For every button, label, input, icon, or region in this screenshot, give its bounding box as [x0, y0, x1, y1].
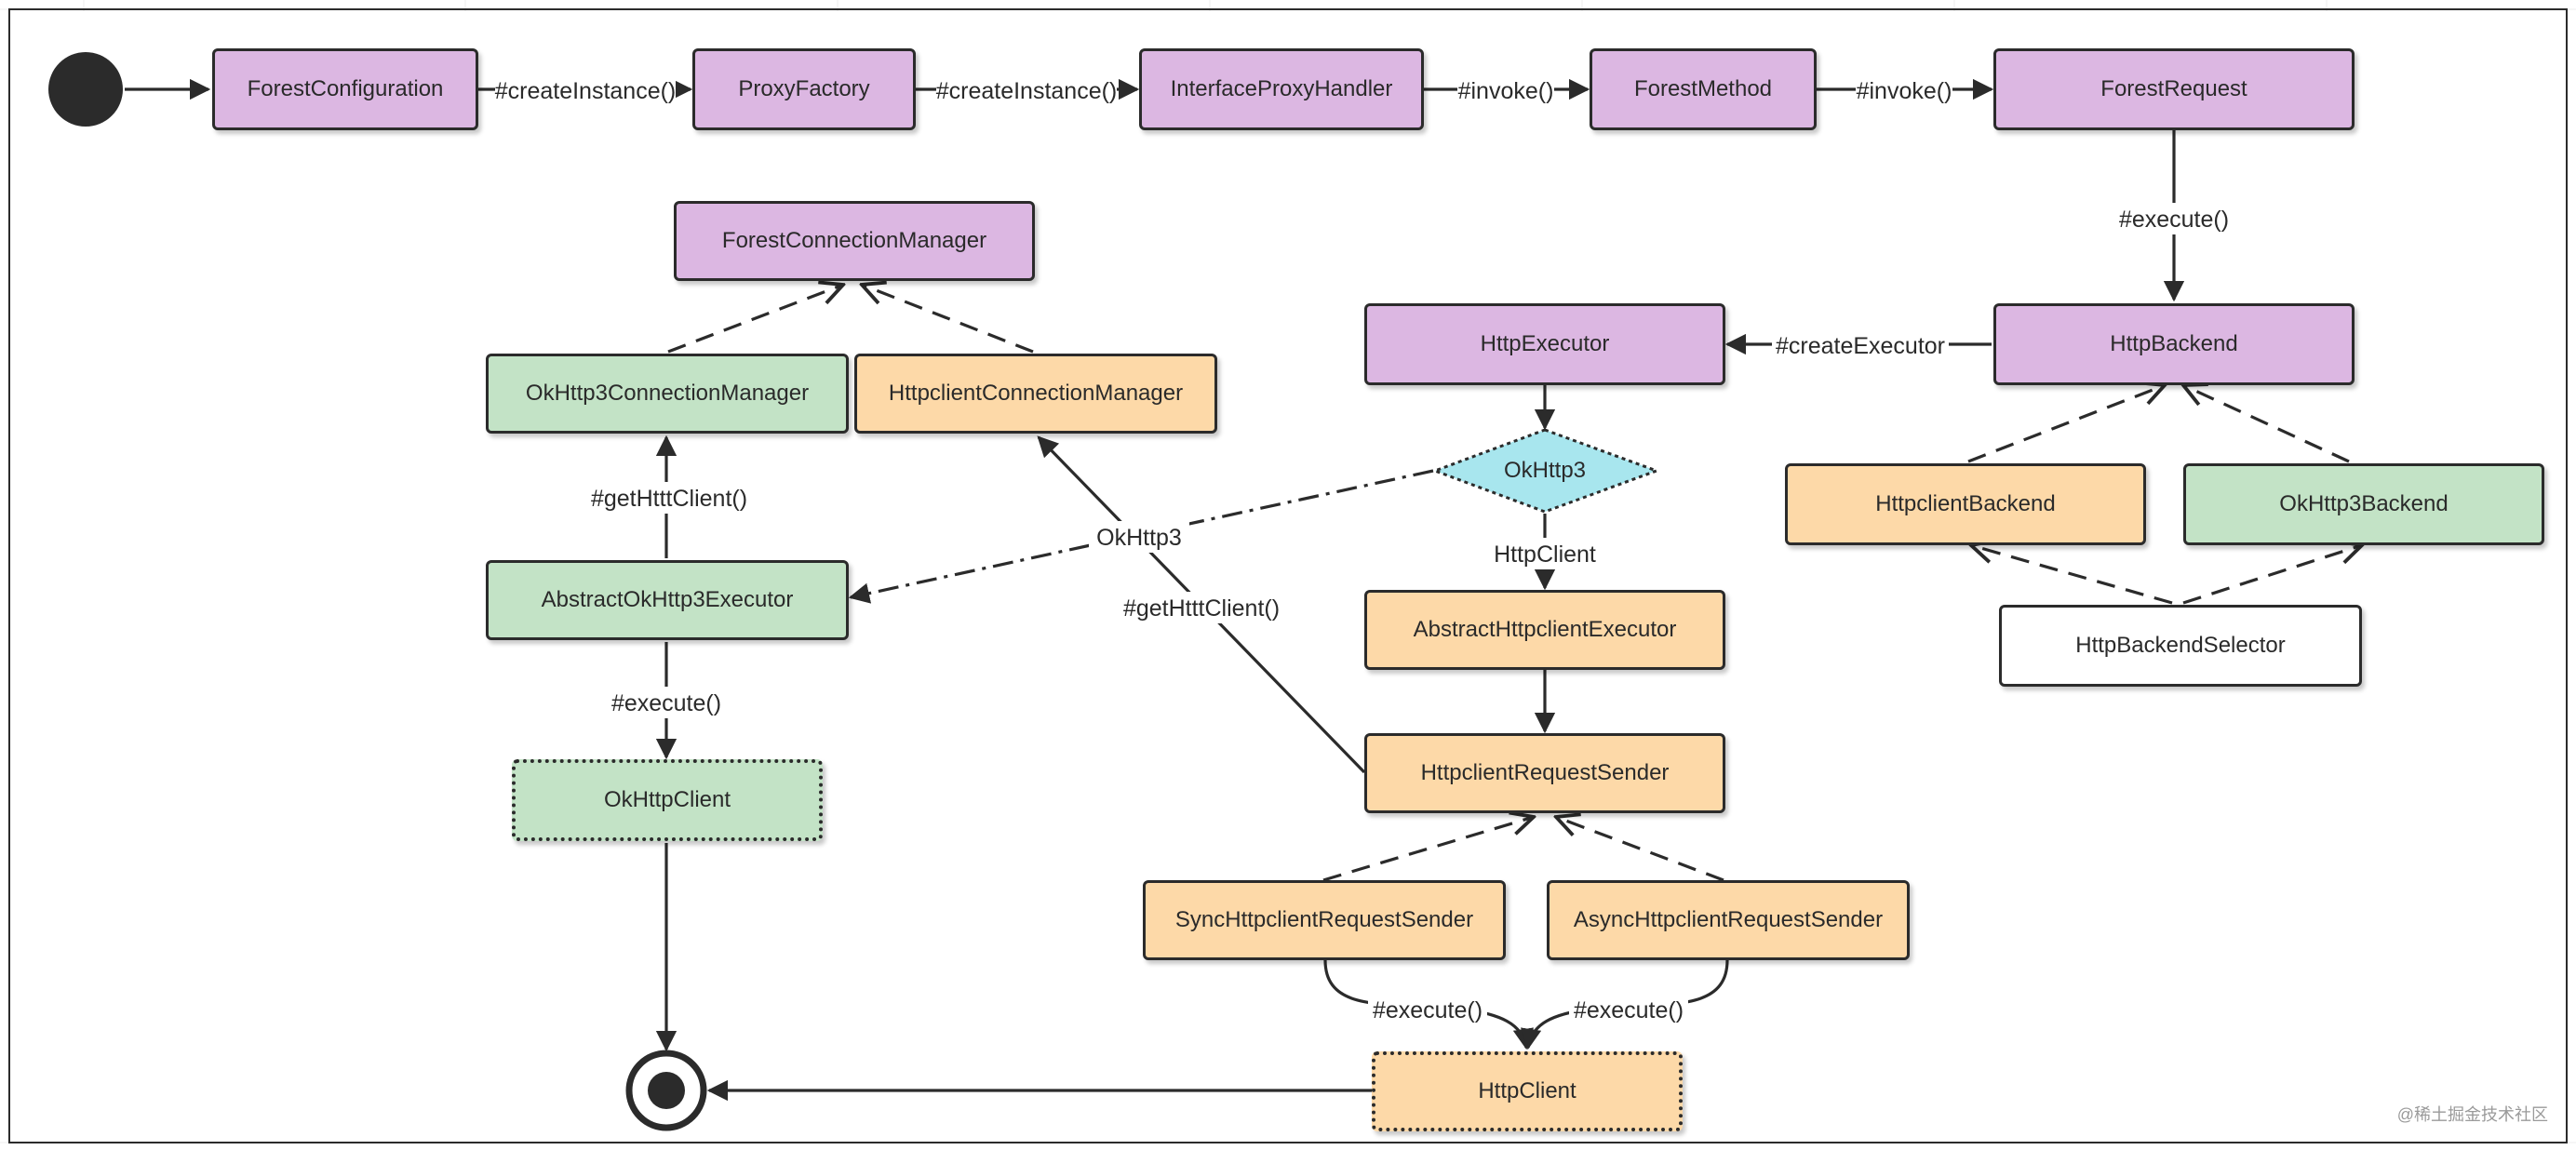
- node-forest-request[interactable]: ForestRequest: [1993, 48, 2355, 130]
- label-get-client-okhttp3: #getHtttClient(): [591, 486, 747, 512]
- edge-labels: #createInstance() #createInstance() #inv…: [495, 74, 2234, 1025]
- diagram-frame: [8, 8, 2568, 1143]
- node-abstract-httpclient-executor[interactable]: AbstractHttpclientExecutor: [1364, 590, 1725, 670]
- edge-httpclient-backend-realizes: [1967, 385, 2165, 463]
- label-get-client-httpclient: #getHtttClient(): [1123, 595, 1280, 622]
- watermark: @稀土掘金技术社区: [2396, 1105, 2548, 1124]
- edge-sync-sender-realizes: [1322, 817, 1534, 882]
- label-create-instance-1: #createInstance(): [495, 78, 677, 104]
- label-create-executor: #createExecutor: [1776, 333, 1945, 359]
- node-sync-httpclient-request-sender[interactable]: SyncHttpclientRequestSender: [1143, 880, 1506, 960]
- edge-selector-to-okhttp3-backend: [2182, 545, 2362, 605]
- edge-async-sender-realizes: [1556, 817, 1724, 882]
- node-httpclient-connection-manager[interactable]: HttpclientConnectionManager: [854, 354, 1217, 434]
- okhttp3-decision-diamond: [1430, 428, 1661, 514]
- edge-httpclient-connection-manager-realizes: [862, 285, 1034, 354]
- label-branch-httpclient: HttpClient: [1494, 542, 1596, 568]
- node-proxy-factory[interactable]: ProxyFactory: [692, 48, 916, 130]
- label-execute-async: #execute(): [1574, 997, 1684, 1023]
- edge-selector-to-httpclient-backend: [1971, 545, 2173, 605]
- label-create-instance-2: #createInstance(): [936, 78, 1118, 104]
- label-execute-okhttp: #execute(): [611, 690, 721, 716]
- label-branch-okhttp3: OkHttp3: [1096, 525, 1182, 551]
- edge-okhttp3-backend-realizes: [2183, 385, 2350, 463]
- node-abstract-okhttp3-executor[interactable]: AbstractOkHttp3Executor: [486, 560, 849, 640]
- node-okhttp3-backend[interactable]: OkHttp3Backend: [2183, 463, 2544, 545]
- node-httpclient-backend[interactable]: HttpclientBackend: [1785, 463, 2146, 545]
- edge-okhttp3-connection-manager-realizes: [667, 285, 843, 354]
- node-async-httpclient-request-sender[interactable]: AsyncHttpclientRequestSender: [1547, 880, 1910, 960]
- start-node: [48, 52, 123, 127]
- node-forest-method[interactable]: ForestMethod: [1590, 48, 1817, 130]
- node-forest-configuration[interactable]: ForestConfiguration: [212, 48, 478, 130]
- node-http-backend[interactable]: HttpBackend: [1993, 303, 2355, 385]
- node-httpclient[interactable]: HttpClient: [1372, 1051, 1683, 1131]
- node-okhttp3-connection-manager[interactable]: OkHttp3ConnectionManager: [486, 354, 849, 434]
- label-invoke-1: #invoke(): [1458, 78, 1554, 104]
- label-invoke-2: #invoke(): [1857, 78, 1952, 104]
- node-http-executor[interactable]: HttpExecutor: [1364, 303, 1725, 385]
- node-http-backend-selector[interactable]: HttpBackendSelector: [1999, 605, 2362, 687]
- label-execute-request: #execute(): [2119, 207, 2229, 233]
- node-interface-proxy-handler[interactable]: InterfaceProxyHandler: [1139, 48, 1424, 130]
- node-okhttp-client[interactable]: OkHttpClient: [512, 759, 823, 841]
- node-forest-connection-manager[interactable]: ForestConnectionManager: [674, 201, 1035, 281]
- okhttp3-decision-label: OkHttp3: [1503, 458, 1587, 483]
- node-httpclient-request-sender[interactable]: HttpclientRequestSender: [1364, 733, 1725, 813]
- label-execute-sync: #execute(): [1373, 997, 1483, 1023]
- end-node: [625, 1050, 707, 1131]
